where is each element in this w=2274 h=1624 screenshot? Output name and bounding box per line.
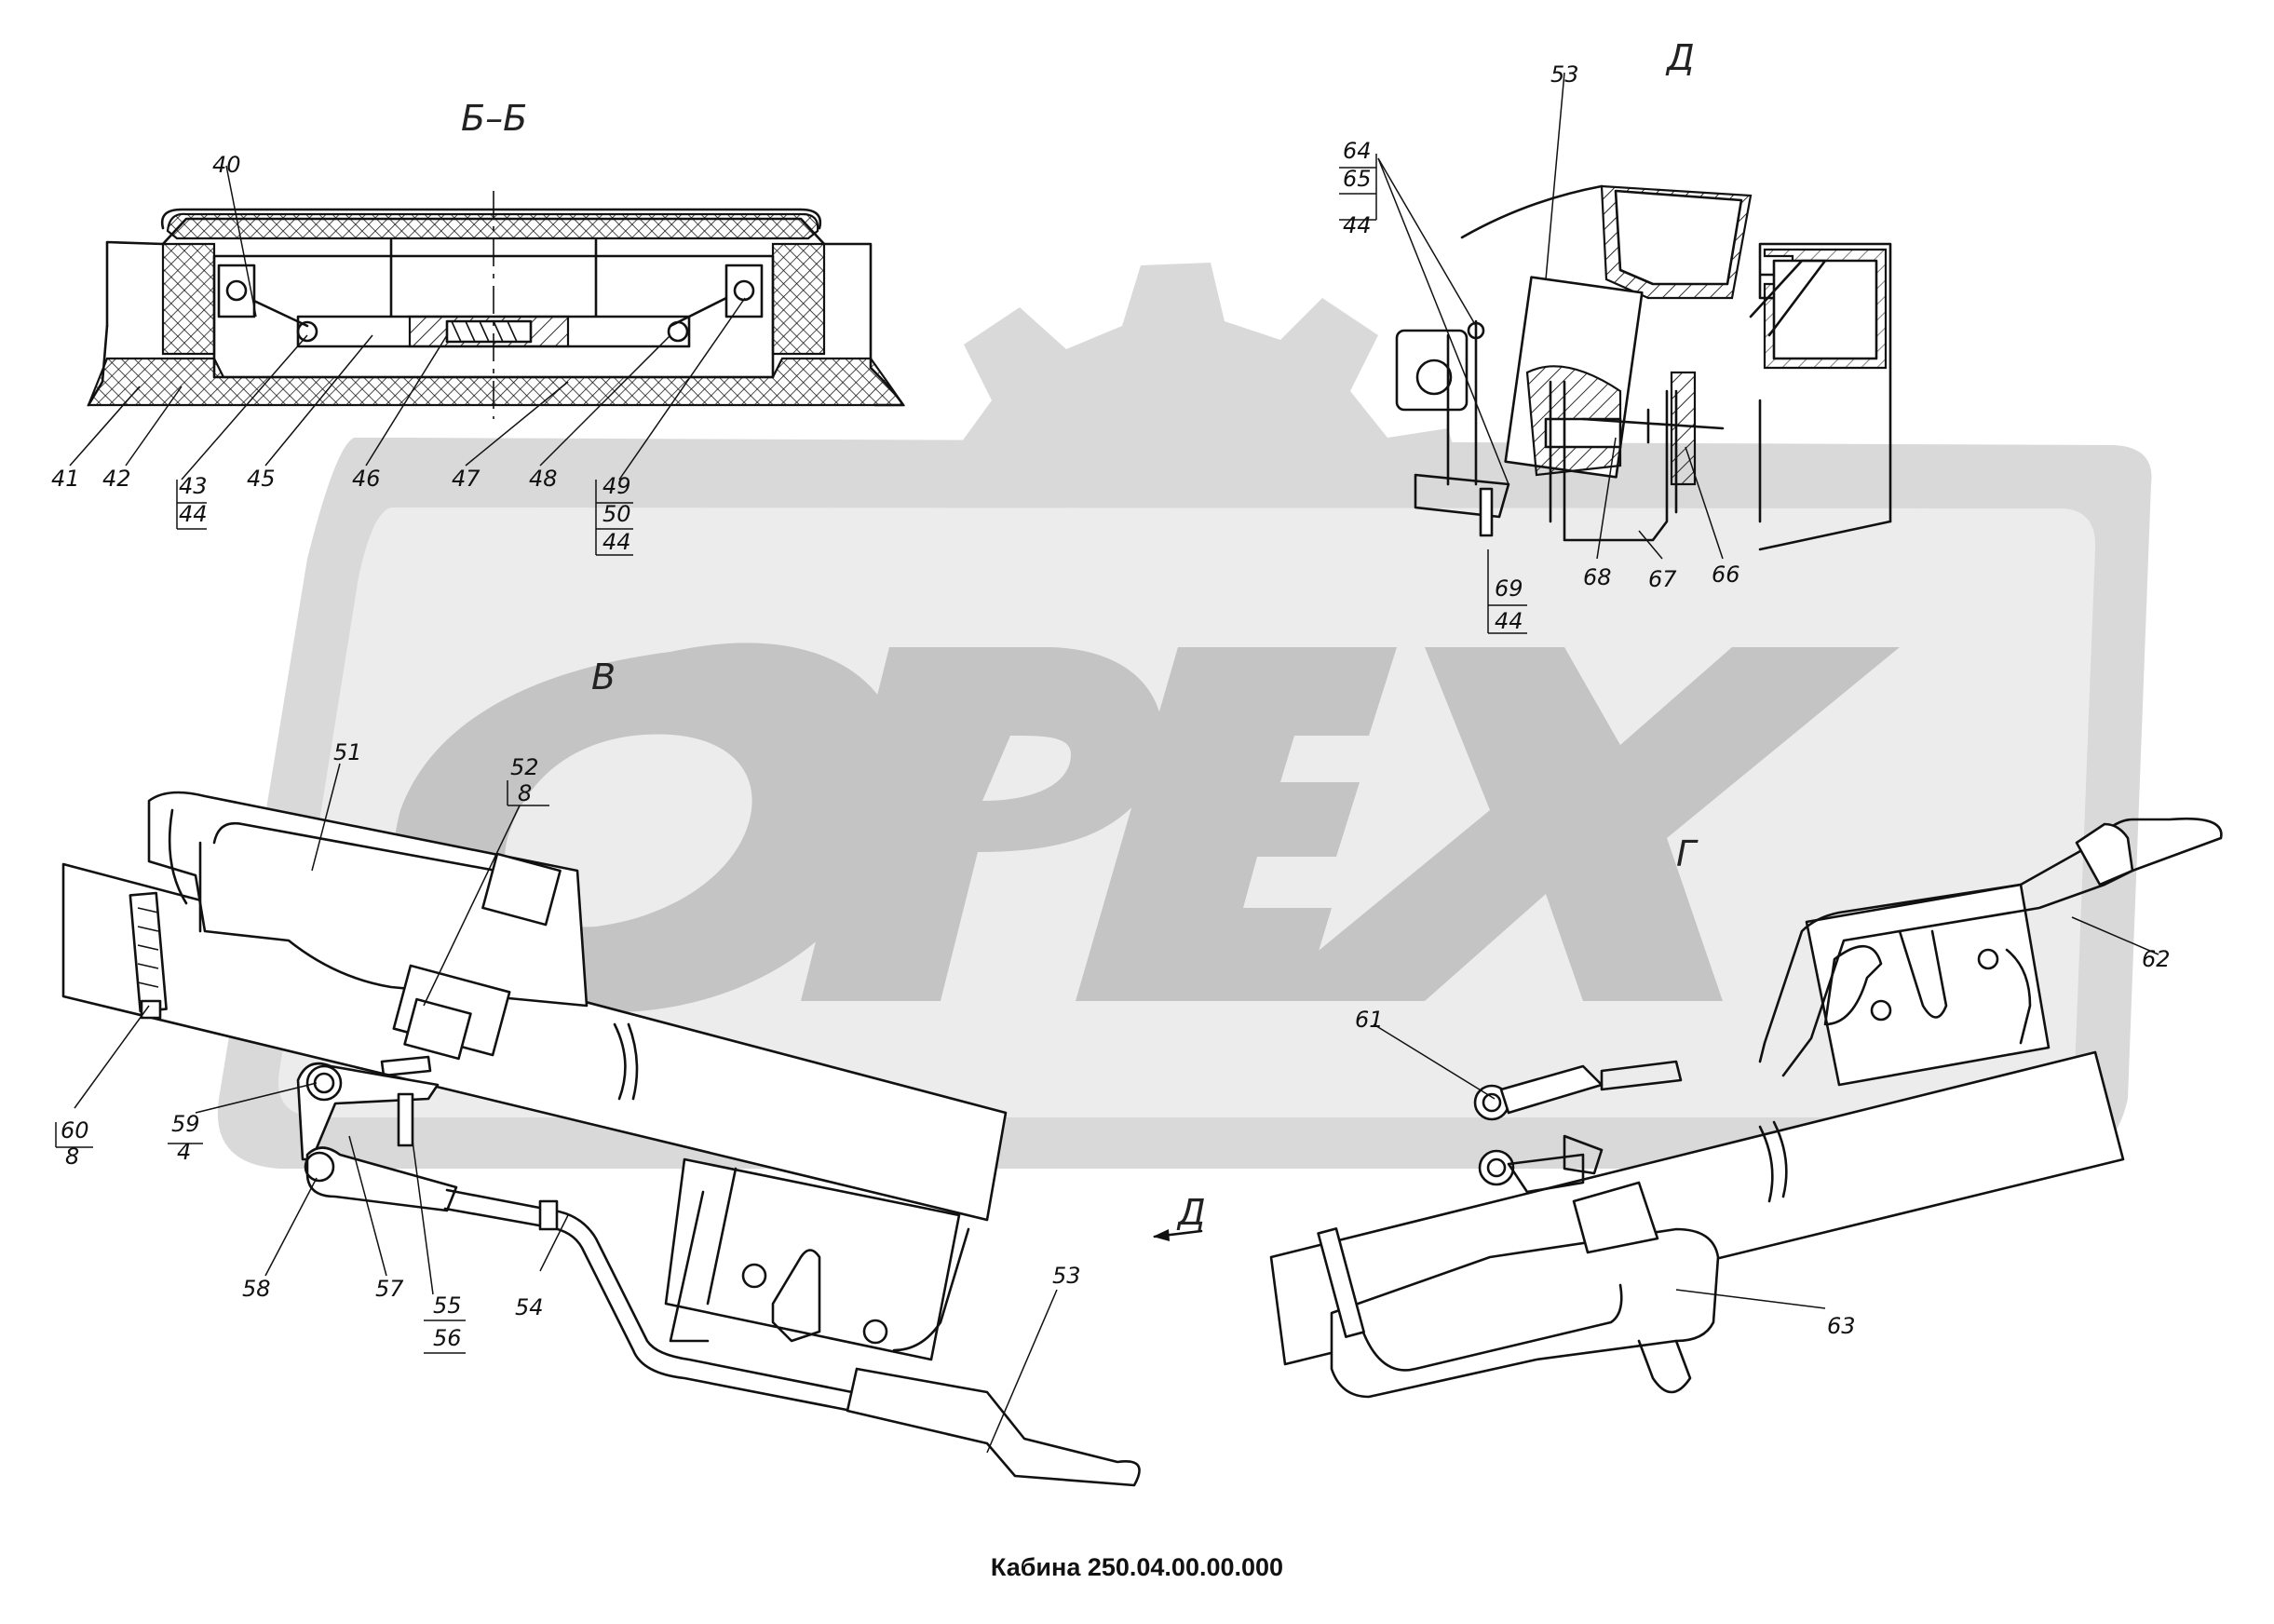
- drawing-title: Кабина 250.04.00.00.000: [991, 1553, 1283, 1581]
- callout-52: 52: [510, 754, 539, 780]
- callout-47: 47: [452, 466, 481, 492]
- view-g-drawing: Г: [1269, 817, 2223, 1399]
- callout-65: 65: [1343, 166, 1372, 192]
- section-bb-drawing: Б–Б: [69, 98, 906, 556]
- callout-57: 57: [375, 1276, 404, 1302]
- callout-60: 60: [61, 1117, 89, 1144]
- view-g-label: Г: [1676, 833, 1699, 874]
- callout-53b: 53: [1052, 1263, 1081, 1289]
- callout-4: 4: [177, 1139, 191, 1165]
- callout-68: 68: [1583, 564, 1612, 590]
- callout-8a: 8: [518, 780, 532, 806]
- callout-69: 69: [1495, 575, 1523, 602]
- callout-55: 55: [433, 1292, 462, 1319]
- callout-53a: 53: [1550, 61, 1579, 88]
- callout-56: 56: [433, 1325, 462, 1351]
- callout-44c: 44: [1343, 212, 1372, 238]
- view-v-drawing: В Д: [55, 656, 1206, 1487]
- callout-51: 51: [333, 739, 362, 765]
- callout-42: 42: [102, 466, 131, 492]
- watermark-letter-e: [1076, 647, 1397, 1001]
- callout-67: 67: [1648, 566, 1677, 592]
- callout-63: 63: [1827, 1313, 1856, 1339]
- view-d-drawing: Д: [1339, 37, 1892, 634]
- callout-50: 50: [602, 501, 631, 527]
- callout-44a: 44: [179, 501, 208, 527]
- callout-62: 62: [2142, 946, 2171, 972]
- callout-61: 61: [1355, 1007, 1384, 1033]
- callout-41: 41: [51, 466, 80, 492]
- watermark-text: [393, 643, 1900, 1012]
- callout-58: 58: [242, 1276, 271, 1302]
- view-d-arrow-label: Д: [1176, 1192, 1206, 1233]
- callout-64: 64: [1343, 138, 1372, 164]
- callout-49: 49: [602, 473, 631, 499]
- callout-43: 43: [179, 473, 208, 499]
- callout-48: 48: [529, 466, 558, 492]
- watermark-logo: [217, 263, 2152, 1169]
- view-d-label: Д: [1665, 37, 1695, 78]
- callout-66: 66: [1712, 562, 1740, 588]
- callout-44b: 44: [602, 529, 631, 555]
- watermark-letter-p: [801, 647, 1163, 1001]
- callout-8b: 8: [65, 1144, 79, 1170]
- callout-54: 54: [515, 1294, 544, 1320]
- callout-40: 40: [212, 152, 241, 178]
- section-bb-label: Б–Б: [461, 98, 527, 139]
- callout-45: 45: [247, 466, 276, 492]
- view-v-label: В: [591, 656, 616, 697]
- watermark-letter-x: [1257, 647, 1900, 1001]
- callout-44d: 44: [1495, 608, 1523, 634]
- callout-59: 59: [171, 1111, 200, 1137]
- callout-46: 46: [352, 466, 381, 492]
